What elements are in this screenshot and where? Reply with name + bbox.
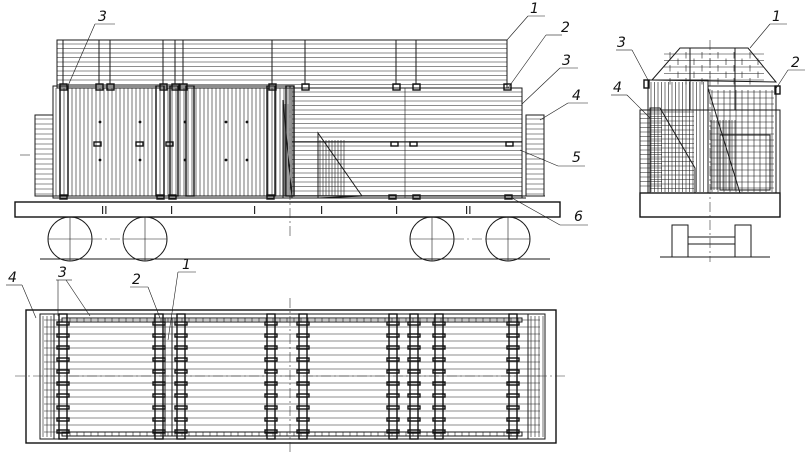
roof-pack: [650, 47, 778, 110]
end-stack-left: [34, 114, 54, 197]
bolster-tag: I: [253, 204, 256, 217]
callout-4-plan: 4: [8, 270, 17, 286]
end-load: [639, 79, 781, 194]
bolster-tag: I: [320, 204, 323, 217]
bolster-tag: I: [395, 204, 398, 217]
side-view: 3 1 2 3 4 5 6 II I I I I: [14, 1, 588, 262]
callout-2-side: 2: [561, 20, 570, 36]
end-callouts: 1 2 3 4: [611, 9, 805, 119]
side-callouts: 3 1 2 3 4 5 6: [66, 1, 588, 226]
callout-4-end: 4: [613, 80, 622, 96]
platform-deck: [14, 201, 561, 218]
callout-2-plan: 2: [132, 272, 141, 288]
callout-1-end: 1: [772, 9, 781, 25]
bolster-tag: II: [101, 204, 108, 217]
callout-3-plan: 3: [58, 265, 67, 281]
bolster-tag: II: [465, 204, 472, 217]
callout-6-side: 6: [574, 209, 583, 225]
upper-load: [56, 39, 508, 89]
plan-platform: [25, 309, 557, 444]
end-bogie: [660, 40, 770, 262]
wedge-stack: [282, 99, 363, 199]
callout-5-side: 5: [572, 150, 581, 166]
bolster-tag: I: [170, 204, 173, 217]
callout-3-right: 3: [562, 53, 571, 69]
right-horizontal-stack: [291, 87, 523, 199]
end-stack-right: [525, 114, 545, 197]
callout-1-side: 1: [530, 1, 539, 17]
bolster-tags: II I I I I II: [101, 204, 472, 217]
tie-wires: [59, 40, 514, 200]
callout-1-plan: 1: [182, 257, 191, 273]
callout-3-end: 3: [617, 35, 626, 51]
plan-load: [39, 313, 546, 440]
end-view: 1 2 3 4: [611, 9, 805, 262]
callout-2-end: 2: [791, 55, 800, 71]
callout-4-side: 4: [572, 88, 581, 104]
callout-3-left: 3: [98, 9, 107, 25]
plan-view: 4 3 2 1: [6, 257, 565, 455]
wheels: [40, 216, 550, 262]
plan-callouts: 4 3 2 1: [6, 257, 196, 341]
